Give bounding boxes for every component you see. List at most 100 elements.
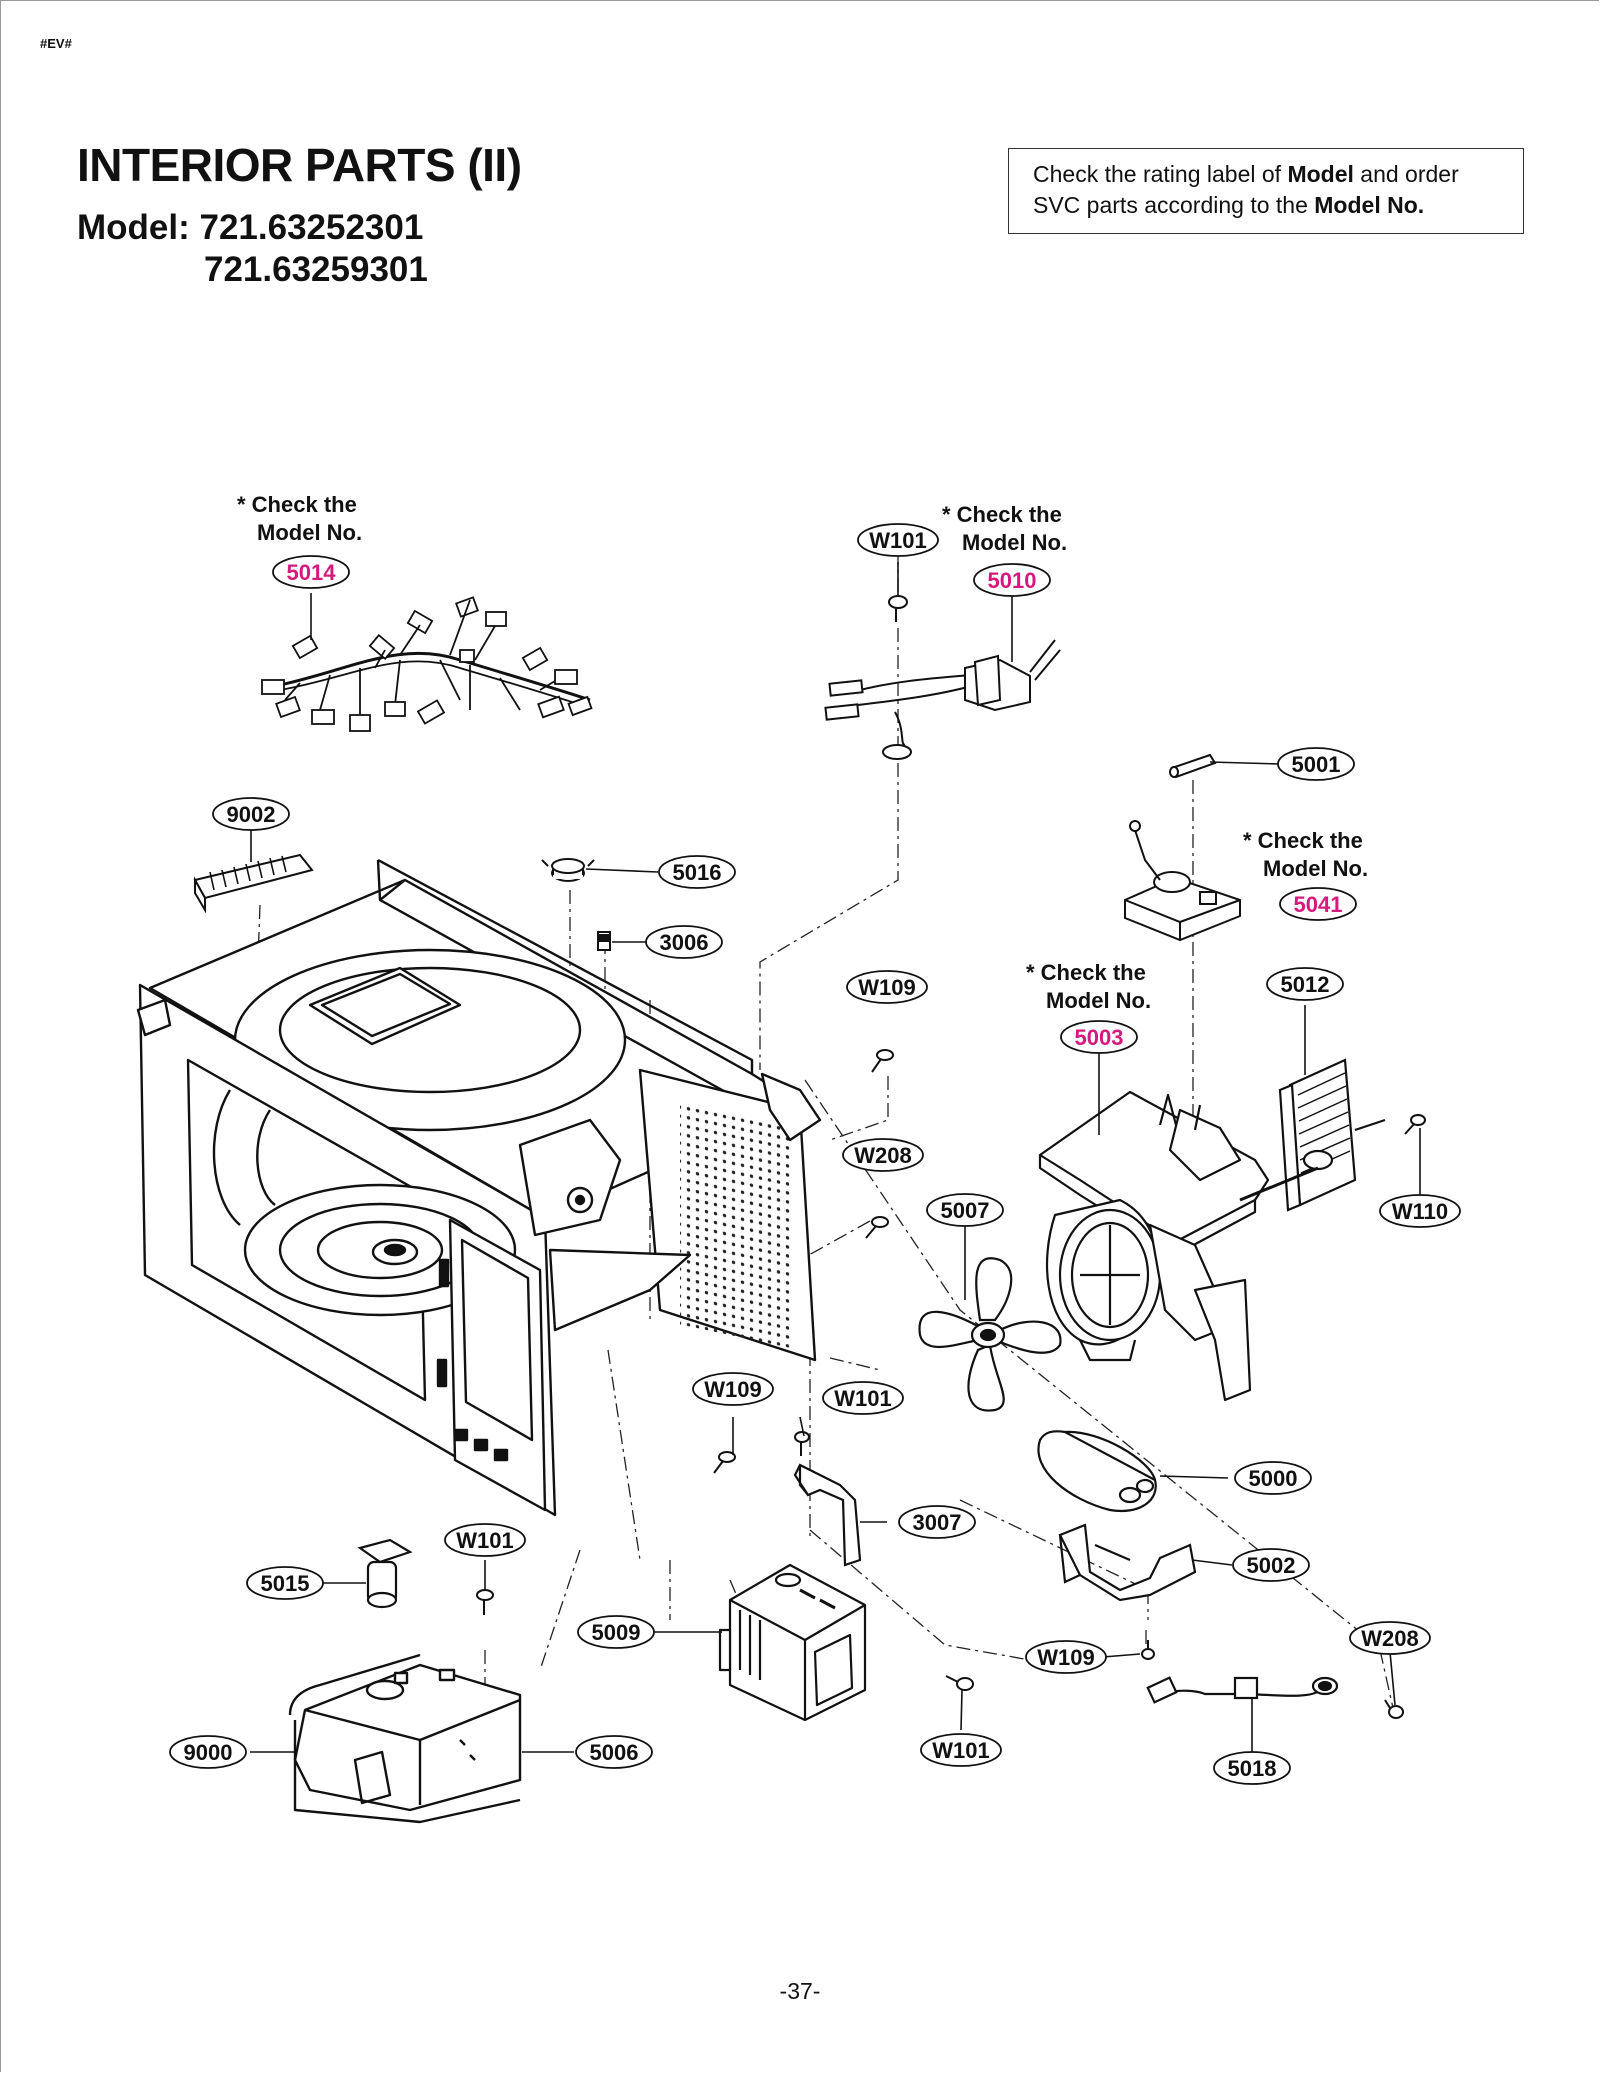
callout-oval xyxy=(1349,1621,1431,1655)
part-5018-sensor-wire xyxy=(1146,1676,1339,1704)
callout-label: W208 xyxy=(854,1143,911,1168)
callout-oval xyxy=(898,1505,976,1539)
callout-label: 5003 xyxy=(1075,1025,1124,1050)
callout-label: 3007 xyxy=(913,1510,962,1535)
callout-label: W208 xyxy=(1361,1626,1418,1651)
callout-oval xyxy=(577,1615,655,1649)
note-bold-model: Model xyxy=(1287,161,1354,187)
callout-oval xyxy=(169,1735,247,1769)
callout-5002: 5002 xyxy=(1232,1548,1310,1582)
callout-5006: 5006 xyxy=(575,1735,653,1769)
callout-label: W110 xyxy=(1392,1199,1448,1224)
callout-label: W101 xyxy=(932,1738,989,1763)
callout-label: 5018 xyxy=(1228,1756,1277,1781)
callout-3006: 3006 xyxy=(645,925,723,959)
callout-3007: 3007 xyxy=(898,1505,976,1539)
screw-w208-bottom xyxy=(1384,1699,1404,1719)
callout-label: 5006 xyxy=(590,1740,639,1765)
callout-w101: W101 xyxy=(444,1523,526,1557)
callout-5010: 5010 xyxy=(973,563,1051,597)
model-check-note: Check the rating label of Model and orde… xyxy=(1008,148,1524,234)
callout-w101: W101 xyxy=(822,1381,904,1415)
callout-label: 9000 xyxy=(184,1740,233,1765)
callout-oval xyxy=(1213,1751,1291,1785)
screw-w109-bottom xyxy=(1141,1640,1155,1660)
callout-label: 5009 xyxy=(592,1620,641,1645)
callout-label: W109 xyxy=(1037,1645,1094,1670)
callout-oval xyxy=(973,563,1051,597)
callout-w208: W208 xyxy=(1349,1621,1431,1655)
callout-5018: 5018 xyxy=(1213,1751,1291,1785)
leader-lines xyxy=(250,562,1421,1753)
callout-5015: 5015 xyxy=(246,1566,324,1600)
callout-w110: W110 xyxy=(1379,1194,1461,1228)
callout-label: 5014 xyxy=(287,560,337,585)
part-5001-fuse xyxy=(1169,753,1217,779)
callout-oval xyxy=(822,1381,904,1415)
callout-label: W101 xyxy=(456,1528,513,1553)
callout-oval xyxy=(246,1566,324,1600)
callout-label: 5010 xyxy=(988,568,1037,593)
callout-label: 5041 xyxy=(1294,892,1343,917)
callout-label: 5001 xyxy=(1292,752,1341,777)
page-number: -37- xyxy=(779,1978,821,2004)
part-callouts: 5014W101501050019002501650413006W1095003… xyxy=(169,523,1461,1785)
callout-label: W101 xyxy=(834,1386,891,1411)
callout-w109: W109 xyxy=(846,970,928,1004)
callout-oval xyxy=(645,925,723,959)
document-tag: #EV# xyxy=(40,36,72,51)
note-text-2: and order xyxy=(1353,161,1459,187)
callout-w208: W208 xyxy=(842,1138,924,1172)
part-5000-capacitor xyxy=(1037,1430,1157,1513)
check-model-note-5014: * Check the Model No. xyxy=(237,492,362,545)
callout-5003: 5003 xyxy=(1060,1020,1138,1054)
callout-w101: W101 xyxy=(857,523,939,557)
screw-w109-lower xyxy=(713,1451,736,1474)
callout-oval xyxy=(658,855,736,889)
callout-oval xyxy=(1266,967,1344,1001)
check-note-line2: Model No. xyxy=(1046,988,1151,1013)
part-5003-air-duct xyxy=(1038,1090,1270,1402)
callout-oval xyxy=(1379,1194,1461,1228)
check-note-line2: Model No. xyxy=(1263,856,1368,881)
callout-oval xyxy=(692,1372,774,1406)
part-5015-lamp xyxy=(357,1538,413,1609)
callout-5016: 5016 xyxy=(658,855,736,889)
screw-w101-bottom xyxy=(945,1675,974,1691)
part-5014-wire-harness xyxy=(261,596,593,732)
callout-label: W101 xyxy=(869,528,926,553)
callout-label: W109 xyxy=(858,975,915,1000)
callout-oval xyxy=(1234,1461,1312,1495)
note-text-3: SVC parts according to the xyxy=(1033,192,1315,218)
check-note-line1: * Check the xyxy=(942,502,1062,527)
callout-5014: 5014 xyxy=(272,555,350,589)
check-model-note-5010: * Check the Model No. xyxy=(942,502,1067,555)
callout-w109: W109 xyxy=(692,1372,774,1406)
callout-oval xyxy=(846,970,928,1004)
callout-label: 3006 xyxy=(660,930,709,955)
callout-oval xyxy=(212,797,290,831)
oven-cavity xyxy=(136,858,822,1517)
callout-9000: 9000 xyxy=(169,1735,247,1769)
callout-oval xyxy=(926,1193,1004,1227)
part-9002-strip xyxy=(193,853,314,914)
part-5009-magnetron xyxy=(718,1563,867,1722)
callout-label: 5007 xyxy=(941,1198,990,1223)
model-number-1: Model: 721.63252301 xyxy=(77,208,424,247)
callout-w101: W101 xyxy=(920,1733,1002,1767)
part-5016-thermostat xyxy=(541,858,595,882)
part-5002-bracket xyxy=(1058,1523,1197,1602)
part-5041-circuit-board xyxy=(1124,820,1241,942)
callout-label: 5016 xyxy=(673,860,722,885)
callout-5041: 5041 xyxy=(1279,887,1357,921)
callout-5000: 5000 xyxy=(1234,1461,1312,1495)
callout-label: 5002 xyxy=(1247,1553,1296,1578)
callout-label: 5000 xyxy=(1249,1466,1298,1491)
check-note-line1: * Check the xyxy=(1026,960,1146,985)
callout-oval xyxy=(1025,1640,1107,1674)
page-title: INTERIOR PARTS (II) xyxy=(77,139,522,191)
check-note-line1: * Check the xyxy=(237,492,357,517)
callout-label: 5015 xyxy=(261,1571,310,1596)
callout-label: W109 xyxy=(704,1377,761,1402)
